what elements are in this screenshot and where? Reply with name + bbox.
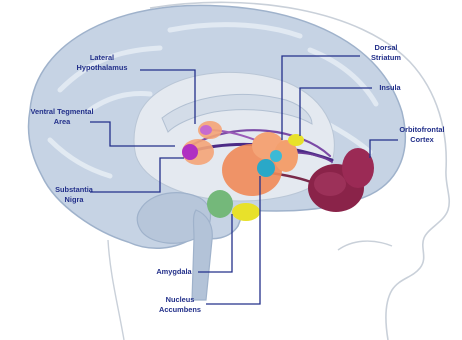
label-lateral-hypothalamus-line2: Hypothalamus xyxy=(77,63,128,72)
label-substantia-nigra-line1: Substantia xyxy=(55,185,94,194)
label-dorsal-striatum-line1: Dorsal xyxy=(374,43,397,52)
amygdala-shape xyxy=(207,190,233,218)
label-insula-line1: Insula xyxy=(379,83,401,92)
label-ventral-tegmental-area-line2: Area xyxy=(54,117,71,126)
label-dorsal-striatum: Dorsal Striatum xyxy=(371,43,401,62)
ear-outline xyxy=(108,240,124,340)
label-nucleus-accumbens-line2: Accumbens xyxy=(159,305,201,314)
label-insula: Insula xyxy=(379,83,401,92)
mouth-outline xyxy=(338,241,392,250)
brainstem xyxy=(192,210,212,300)
label-substantia-nigra-line2: Nigra xyxy=(65,195,85,204)
label-nucleus-accumbens-line1: Nucleus xyxy=(166,295,195,304)
label-orbitofrontal-cortex-line2: Cortex xyxy=(410,135,434,144)
label-orbitofrontal-cortex-line1: Orbitofrontal xyxy=(399,125,444,134)
label-orbitofrontal-cortex: Orbitofrontal Cortex xyxy=(399,125,444,144)
insula-shape xyxy=(288,134,304,146)
nucleus-accumbens-shape xyxy=(232,203,260,221)
label-ventral-tegmental-area-line1: Ventral Tegmental xyxy=(30,107,93,116)
label-amygdala: Amygdala xyxy=(156,267,192,276)
label-lateral-hypothalamus-line1: Lateral xyxy=(90,53,114,62)
label-dorsal-striatum-line2: Striatum xyxy=(371,53,401,62)
label-amygdala-line1: Amygdala xyxy=(156,267,192,276)
